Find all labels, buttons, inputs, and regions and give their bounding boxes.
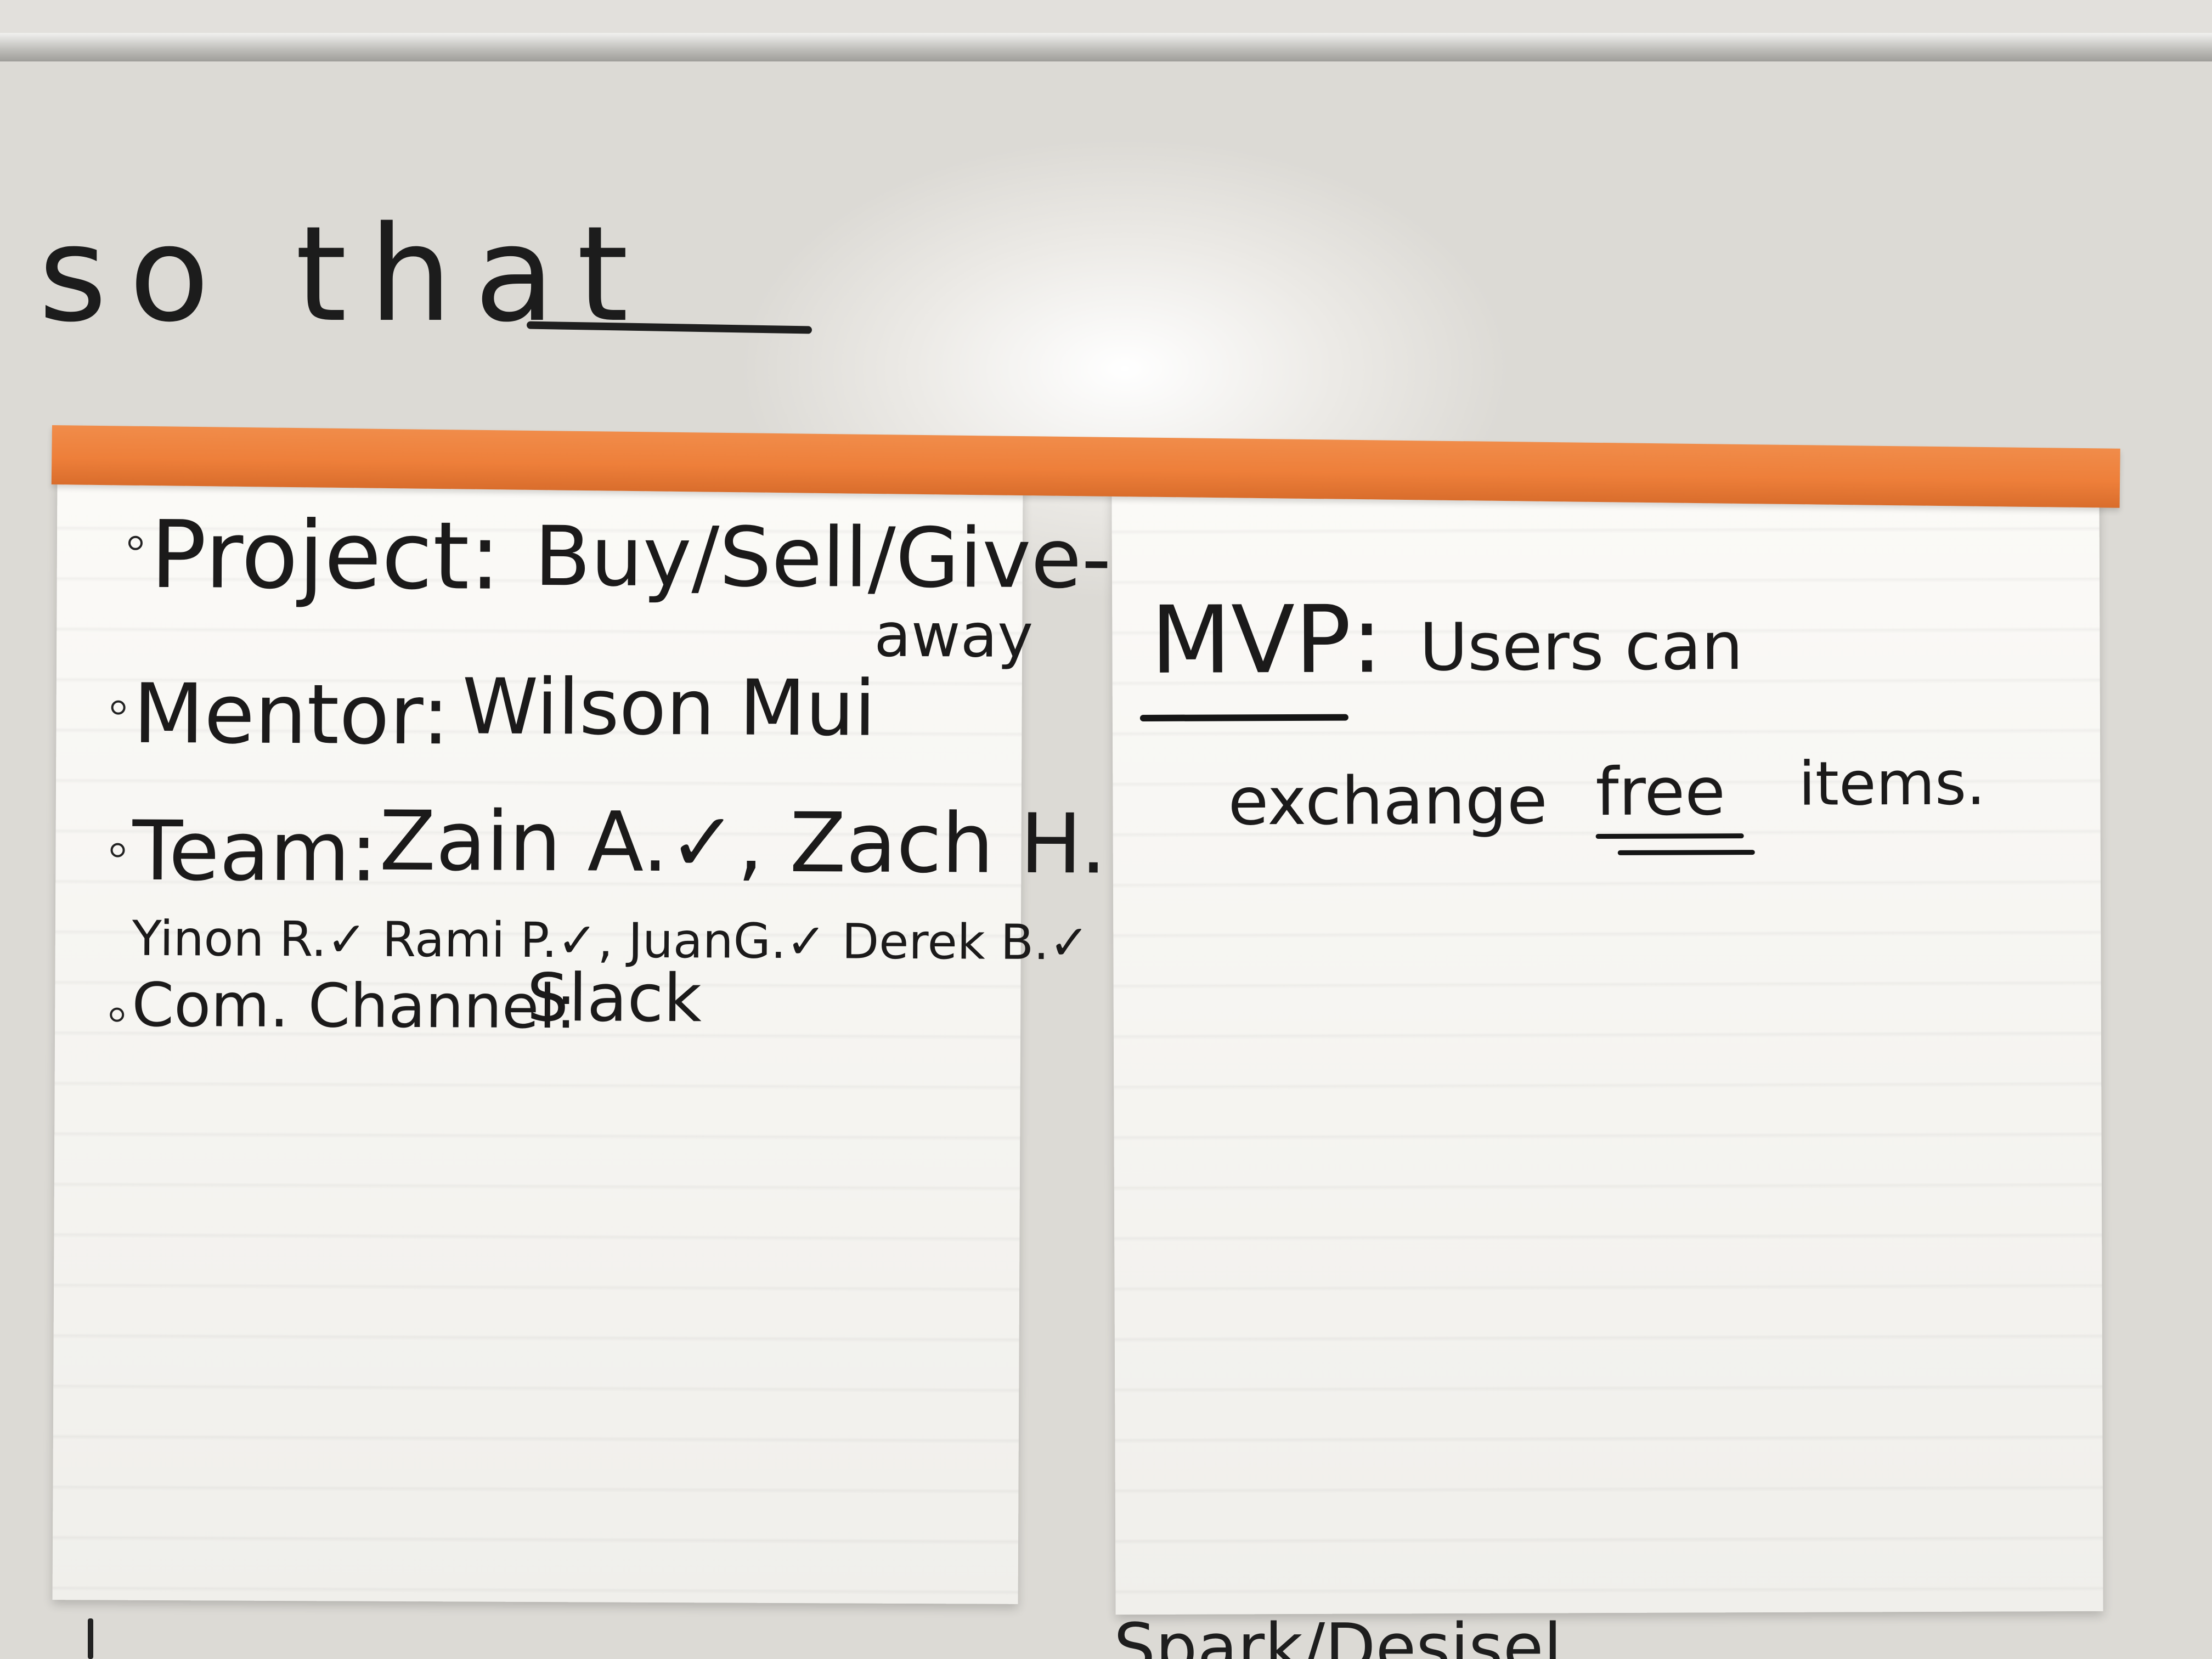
project-value-continued: away [873,600,1034,671]
right-paper-sheet: MVP: Users can exchange free items. [1111,481,2103,1615]
mentor-label: Mentor: [133,666,450,764]
mentor-value: Wilson Mui [462,662,876,754]
channel-value: Slack [527,960,702,1037]
team-line-1: Zain A.✓, Zach H.✓, [379,793,1202,893]
mvp-underline [1139,714,1348,721]
whiteboard-frame [0,33,2212,61]
team-label: Team: [132,803,378,900]
project-label: Project: [150,500,501,611]
mvp-line-2-items: items. [1798,748,1986,819]
team-line-2: Yinon R.✓ Rami P.✓, JuanG.✓ Derek B.✓ [132,910,1090,971]
channel-label: Com. Channel: [132,969,577,1042]
whiteboard-bottom-fragment: Spark/Desisel [1114,1610,1562,1659]
bullet-icon [110,1007,125,1022]
whiteboard-marker-stroke [88,1618,93,1659]
mvp-line-2-free: free [1595,754,1726,831]
bullet-icon [111,700,126,715]
whiteboard-heading: so that [38,198,651,351]
mvp-line-2-exchange: exchange [1228,763,1548,840]
left-paper-sheet: Project: Buy/Sell/Give- away Mentor: Wil… [52,481,1202,1604]
project-value: Buy/Sell/Give- [534,509,1111,607]
bullet-icon [128,535,143,550]
mvp-label: MVP: [1150,585,1383,695]
bullet-icon [110,843,125,857]
mvp-line-1: Users can [1419,608,1743,686]
free-underline-double [1617,850,1755,855]
free-underline [1595,833,1744,839]
